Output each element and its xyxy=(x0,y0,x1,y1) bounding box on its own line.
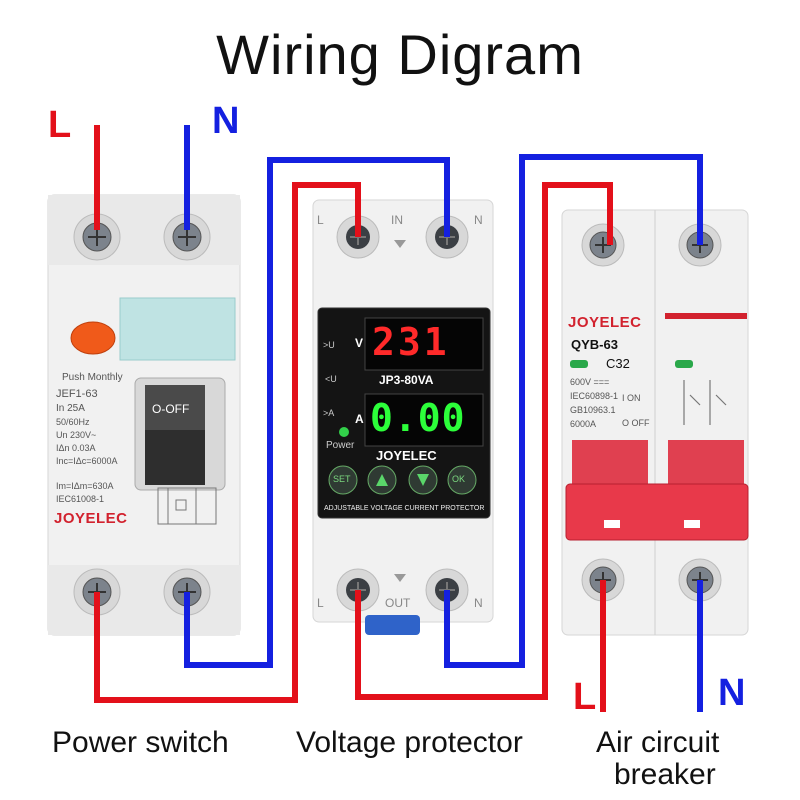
output-live-label: L xyxy=(573,676,597,718)
screw-terminal xyxy=(581,223,625,267)
vp-top-n: N xyxy=(474,213,483,227)
status-led xyxy=(675,360,693,368)
ab-model: QYB-63 xyxy=(571,337,618,352)
din-clip xyxy=(365,615,420,635)
input-live-label: L xyxy=(48,104,72,146)
ps-spec: Un 230V~ xyxy=(56,430,97,440)
screw-terminal xyxy=(163,213,211,261)
vp-brand: JOYELEC xyxy=(376,448,437,463)
vp-indicator: <U xyxy=(325,374,337,384)
vp-model: JP3-80VA xyxy=(379,373,434,387)
schematic-icon xyxy=(683,380,727,425)
wire-rccb-neutral-to-protector xyxy=(184,157,450,668)
test-button[interactable] xyxy=(70,321,116,355)
ab-spec: IEC60898-1 xyxy=(570,391,619,401)
vp-out-label: OUT xyxy=(385,596,411,610)
vp-ok-label: OK xyxy=(452,474,466,484)
ab-rating: C32 xyxy=(606,356,630,371)
ab-spec: 6000A xyxy=(570,419,597,429)
caption-voltage-protector: Voltage protector xyxy=(296,726,523,759)
ps-spec: IEC61008-1 xyxy=(56,494,105,504)
ps-model: JEF1-63 xyxy=(56,388,98,400)
vp-a-unit: A xyxy=(355,412,364,426)
output-neutral-label: N xyxy=(718,672,746,714)
vp-v-unit: V xyxy=(355,336,364,350)
ps-spec: Inc=IΔc=6000A xyxy=(56,456,118,466)
ab-on-label: I ON xyxy=(622,393,641,403)
power-switch-device xyxy=(47,194,241,636)
caption-power-switch: Power switch xyxy=(52,726,229,759)
clear-cover xyxy=(119,297,236,361)
ab-off-label: O OFF xyxy=(622,418,650,428)
vp-bottom-n: N xyxy=(474,596,483,610)
caption-air-breaker-1: Air circuit xyxy=(596,726,720,759)
breaker-handle[interactable] xyxy=(565,483,749,541)
vp-power-label: Power xyxy=(326,440,355,451)
vp-top-l: L xyxy=(317,213,324,227)
voltage-display xyxy=(364,317,484,371)
set-button[interactable] xyxy=(328,465,358,495)
vp-bottom-l: L xyxy=(317,596,324,610)
input-neutral-label: N xyxy=(212,100,240,142)
status-led xyxy=(570,360,588,368)
ab-spec: 600V === xyxy=(570,377,610,387)
vp-in-label: IN xyxy=(391,213,403,227)
current-display xyxy=(364,393,484,447)
ps-spec: In 25A xyxy=(56,403,85,414)
vp-voltage-value: 231 xyxy=(372,320,450,364)
ps-brand: JOYELEC xyxy=(54,510,128,527)
page-title: Wiring Digram xyxy=(216,23,584,86)
caption-air-breaker-2: breaker xyxy=(614,758,716,791)
wire-protector-live-to-breaker xyxy=(355,182,613,700)
ps-spec: Im=IΔm=630A xyxy=(56,481,114,491)
ps-push-text: Push Monthly xyxy=(62,372,123,383)
ab-brand: JOYELEC xyxy=(568,314,642,331)
ps-spec: IΔn 0.03A xyxy=(56,443,96,453)
ps-spec: 50/60Hz xyxy=(56,417,90,427)
ok-button[interactable] xyxy=(447,465,477,495)
wires xyxy=(94,125,703,712)
vp-indicator: >U xyxy=(323,340,335,350)
wire-protector-neutral-to-breaker xyxy=(444,154,703,668)
wire-rccb-live-to-protector xyxy=(94,182,361,703)
schematic-icon xyxy=(157,487,217,525)
screw-terminal xyxy=(73,213,121,261)
power-led xyxy=(339,427,349,437)
ab-spec: GB10963.1 xyxy=(570,405,616,415)
vp-indicator: >A xyxy=(323,408,335,418)
ps-toggle-text: O-OFF xyxy=(152,402,190,416)
voltage-protector-device xyxy=(312,199,494,635)
vp-set-label: SET xyxy=(333,474,351,484)
vp-footer: ADJUSTABLE VOLTAGE CURRENT PROTECTOR xyxy=(324,505,485,512)
vp-current-value: 0.00 xyxy=(370,396,466,440)
